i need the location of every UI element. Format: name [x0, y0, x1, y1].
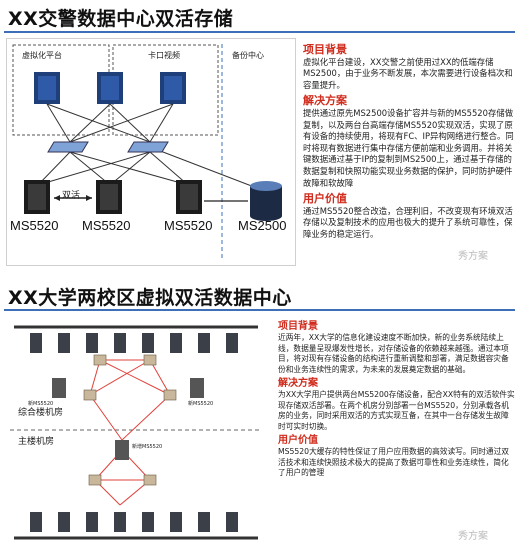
section-body: 通过MS5520整合改造，合理利旧，不改变现有环境双活存储以及复制技术的应用也极…	[303, 205, 513, 239]
access-switch-icon	[143, 474, 157, 486]
section-heading: 用户价值	[278, 435, 318, 447]
backup-storage-icon	[250, 181, 282, 221]
section-heading: 解决方案	[278, 378, 318, 390]
access-switch-icon	[163, 389, 177, 401]
redundant-links	[89, 359, 171, 506]
storage-rack-icon	[24, 180, 50, 214]
server-icon	[34, 72, 60, 104]
zone-label-checkpoint: 卡口视频	[148, 51, 180, 60]
storage-label: MS5520	[164, 218, 213, 233]
section-body: 虚拟化平台建设，XX交警之前使用过XX的低端存储MS2500，由于业务不断发展，…	[303, 56, 513, 90]
section-heading: 项目背景	[303, 43, 347, 56]
zone-label-backup: 备份中心	[232, 51, 264, 60]
dual-active-arrow-icon	[54, 195, 92, 201]
section-heading: 解决方案	[303, 94, 347, 108]
access-switch-icon	[83, 389, 97, 401]
switch-icon	[127, 141, 169, 153]
server-icon	[160, 72, 186, 104]
storage-unit-icon	[190, 378, 204, 398]
section-body: MS5520大缓存的特性保证了用户应用数据的高效读写。同时通过双活技术和连续快照…	[278, 447, 509, 478]
storage-label: MS2500	[238, 218, 287, 233]
device-label: 新增MS5520	[132, 444, 163, 450]
dual-active-label: 双活	[62, 191, 81, 201]
server-icon	[97, 72, 123, 104]
project-description-bottom: 项目背景 近两年，XX大学的信息化建设速度不断加快，新的业务系统陆续上线，数据量…	[278, 320, 516, 483]
storage-rack-icon	[96, 180, 122, 214]
project-description-top: 项目背景 虚拟化平台建设，XX交警之前使用过XX的低端存储MS2500，由于业务…	[303, 42, 515, 245]
title-divider-bottom	[4, 309, 515, 311]
site-label-a: 综合楼机房	[18, 408, 64, 418]
page-title-top: XX交警数据中心双活存储	[8, 8, 234, 30]
server-row-bottom	[30, 512, 238, 532]
section-heading: 项目背景	[278, 321, 318, 332]
storage-unit-icon	[52, 378, 66, 398]
storage-rack-icon	[176, 180, 202, 214]
watermark: 秀方案	[458, 531, 488, 542]
page-title-bottom: XX大学两校区虚拟双活数据中心	[8, 287, 292, 309]
device-label: 新MS5520	[188, 401, 214, 407]
site-label-b: 主楼机房	[18, 437, 55, 447]
storage-unit-icon	[115, 440, 129, 460]
switch-icon	[47, 141, 89, 153]
section-body: 提供通过原先MS2500设备扩容并与新的MS5520存储做复制，以及两台台高端存…	[303, 107, 514, 188]
core-switch-icon	[143, 354, 157, 366]
server-row-top	[30, 333, 238, 353]
title-divider-top	[4, 31, 515, 33]
watermark: 秀方案	[458, 251, 488, 262]
storage-label: MS5520	[10, 218, 59, 233]
core-switch-icon	[93, 354, 107, 366]
section-heading: 用户价值	[303, 192, 347, 206]
device-label: 新MS5520	[28, 401, 54, 407]
zone-label-virtual: 虚拟化平台	[22, 51, 62, 60]
access-switch-icon	[88, 474, 102, 486]
section-body: 为XX大学用户提供两台MS5200存储设备，配合XX特有的双活软件实现存储双活部…	[278, 390, 515, 431]
storage-label: MS5520	[82, 218, 131, 233]
section-body: 近两年，XX大学的信息化建设速度不断加快，新的业务系统陆续上线，数据量呈现爆发性…	[278, 333, 509, 374]
